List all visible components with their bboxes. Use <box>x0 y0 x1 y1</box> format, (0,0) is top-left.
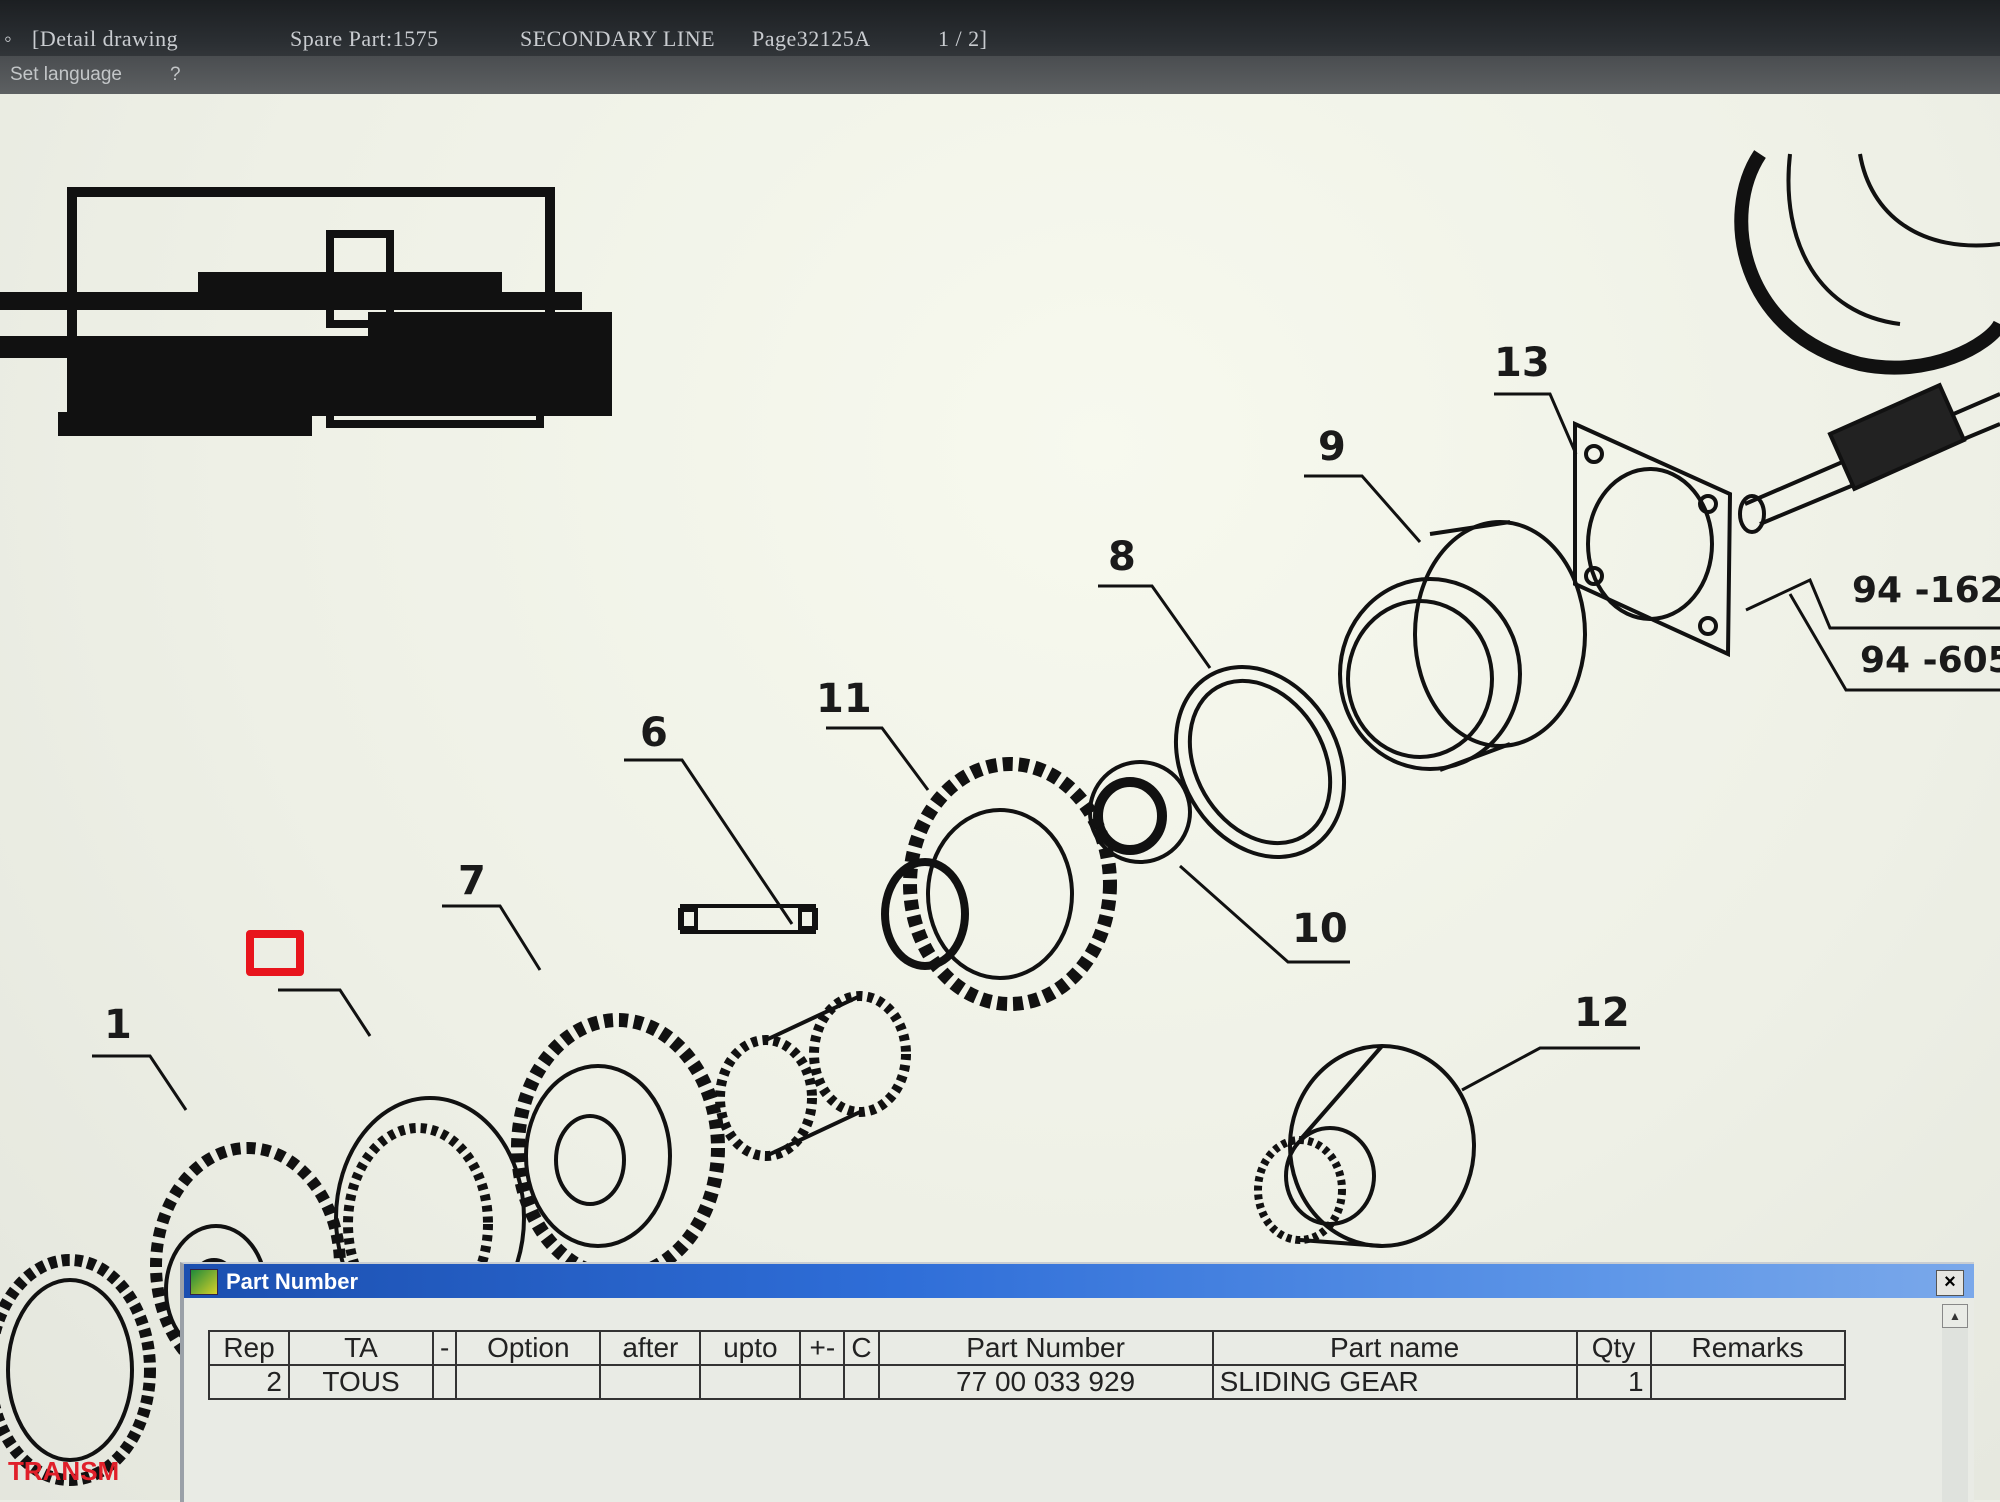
part-11-gear <box>881 757 1117 1011</box>
ring-gear-drawing <box>1734 150 2000 375</box>
callout-13: 13 <box>1494 340 1550 386</box>
footer-label: TRANSM <box>8 1456 120 1486</box>
cell-part-name: SLIDING GEAR <box>1211 1364 1578 1400</box>
vertical-scrollbar[interactable]: ▲ <box>1942 1304 1968 1502</box>
cell-part-number: 77 00 033 929 <box>877 1364 1214 1400</box>
part-9-housing <box>1338 520 1587 772</box>
leader-lines <box>92 392 2000 1111</box>
scroll-up-icon[interactable]: ▲ <box>1942 1304 1968 1328</box>
col-after: after <box>599 1330 702 1366</box>
parts-table: Rep TA - Option after upto +- C Part Num… <box>208 1330 1846 1400</box>
app-icon: ◦ <box>4 26 13 51</box>
col-part-name: Part name <box>1211 1330 1578 1366</box>
part-12-sleeve <box>1254 1044 1476 1248</box>
gearbox-overview <box>0 187 612 436</box>
cell-after <box>599 1364 702 1400</box>
callout-12: 12 <box>1574 990 1630 1036</box>
cell-ta: TOUS <box>288 1364 434 1400</box>
left-ring <box>0 1254 156 1486</box>
menu-help[interactable]: ? <box>170 64 181 85</box>
col-dash: - <box>431 1330 458 1366</box>
col-ta: TA <box>288 1330 434 1366</box>
app-logo-icon <box>190 1269 218 1295</box>
col-remarks: Remarks <box>1649 1330 1846 1366</box>
col-c: C <box>843 1330 880 1366</box>
callout-11: 11 <box>816 676 872 722</box>
part-13-gasket <box>1573 420 1733 658</box>
ref-94-605[interactable]: 94 -605 <box>1860 640 2000 681</box>
needle-bearing <box>715 991 911 1161</box>
cell-option <box>455 1364 602 1400</box>
cell-qty: 1 <box>1575 1364 1652 1400</box>
title-page: Page32125A <box>752 26 871 51</box>
callout-7: 7 <box>458 858 486 904</box>
close-button[interactable]: × <box>1936 1270 1964 1296</box>
part-7-gear <box>511 1013 725 1283</box>
title-spare-part: Spare Part:1575 <box>290 26 439 51</box>
col-option: Option <box>455 1330 602 1366</box>
title-app: [Detail drawing <box>32 26 179 51</box>
part-10-nut <box>1088 760 1192 864</box>
cell-upto <box>699 1364 802 1400</box>
cell-c <box>843 1364 880 1400</box>
col-plusminus: +- <box>799 1330 846 1366</box>
menu-set-language[interactable]: Set language <box>10 64 122 85</box>
selected-part-marker[interactable] <box>246 930 304 976</box>
part-8-ring <box>1173 665 1347 859</box>
part-number-dialog: Part Number × ▲ Rep TA - Option after up… <box>180 1262 1974 1502</box>
callout-10: 10 <box>1292 906 1348 952</box>
callout-9: 9 <box>1318 424 1346 470</box>
cell-rep: 2 <box>208 1364 290 1400</box>
callout-6: 6 <box>640 710 668 756</box>
cell-remarks <box>1649 1364 1846 1400</box>
shaft-drawing <box>1738 382 2000 534</box>
table-header-row: Rep TA - Option after upto +- C Part Num… <box>208 1330 1846 1366</box>
col-qty: Qty <box>1575 1330 1652 1366</box>
menu-bar: Set language ? <box>0 56 2000 94</box>
dialog-titlebar[interactable]: Part Number × <box>184 1264 1974 1298</box>
ref-94-162[interactable]: 94 -162 <box>1852 570 2000 611</box>
title-section: SECONDARY LINE <box>520 26 716 51</box>
col-upto: upto <box>699 1330 802 1366</box>
col-rep: Rep <box>208 1330 290 1366</box>
dialog-title: Part Number <box>226 1269 359 1294</box>
title-pagination: 1 / 2] <box>938 26 988 51</box>
table-row[interactable]: 2 TOUS 77 00 033 929 SLIDING GEAR 1 <box>208 1364 1846 1400</box>
cell-dash <box>431 1364 458 1400</box>
callout-1: 1 <box>104 1002 132 1048</box>
callout-8: 8 <box>1108 534 1136 580</box>
part-6-pin <box>678 904 818 934</box>
drawing-canvas <box>0 150 2000 1486</box>
cell-plusminus <box>799 1364 846 1400</box>
col-part-number: Part Number <box>877 1330 1214 1366</box>
